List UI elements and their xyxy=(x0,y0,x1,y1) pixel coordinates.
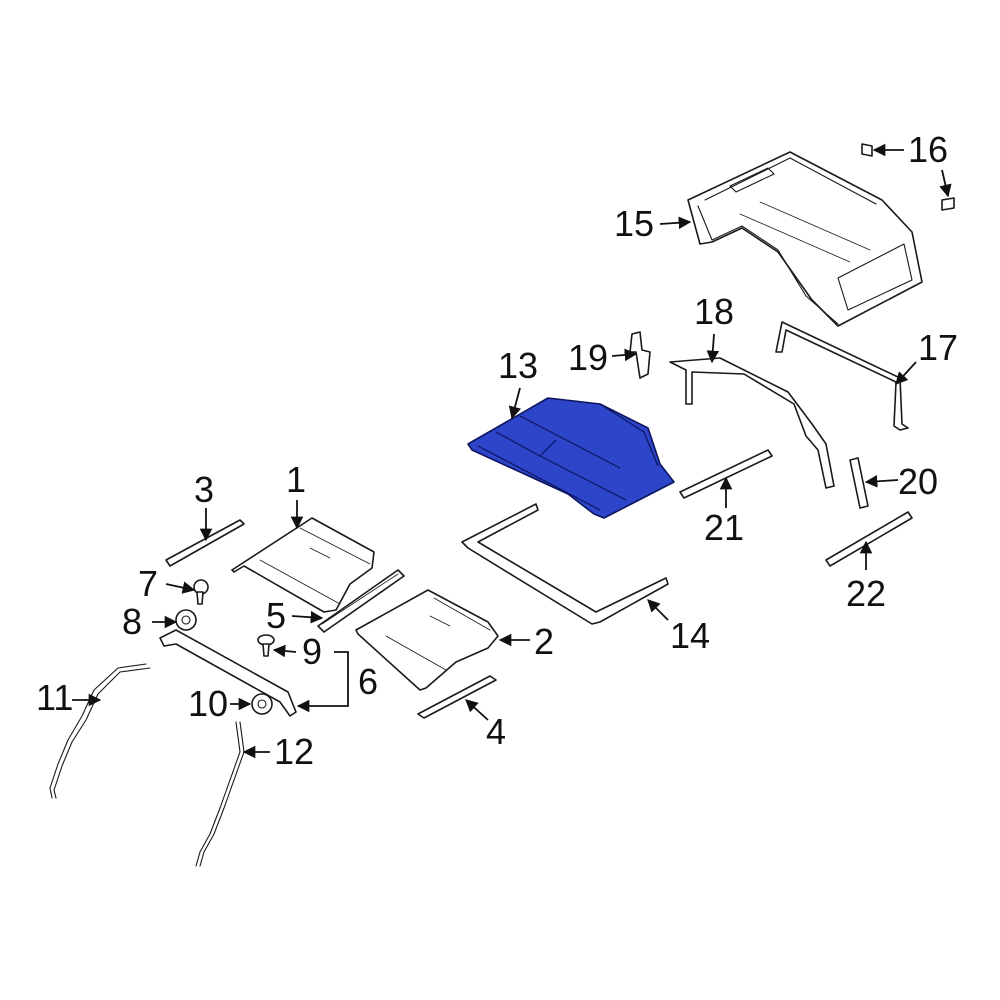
part-8-nut[interactable] xyxy=(175,609,197,631)
part-1-left-panel[interactable] xyxy=(231,517,375,613)
leader-6 xyxy=(296,651,349,713)
leader-19 xyxy=(611,348,638,362)
callout-5: 5 xyxy=(266,595,286,636)
callout-14: 14 xyxy=(670,615,710,656)
leader-13 xyxy=(508,387,522,420)
callout-12: 12 xyxy=(274,731,314,772)
leader-5 xyxy=(291,610,324,624)
leader-4 xyxy=(465,699,489,721)
part-11-cable[interactable] xyxy=(49,663,151,799)
part-13-highlighted-panel[interactable] xyxy=(467,397,675,519)
callout-16: 16 xyxy=(908,129,948,170)
callout-3: 3 xyxy=(194,469,214,510)
leader-9 xyxy=(272,644,297,658)
part-20-bracket[interactable] xyxy=(849,457,869,509)
leader-14 xyxy=(647,599,669,621)
callout-17: 17 xyxy=(918,327,958,368)
part-17-rear-bow[interactable] xyxy=(775,321,909,431)
part-22-weatherstrip[interactable] xyxy=(825,511,913,567)
callout-10: 10 xyxy=(188,683,228,724)
leader-15 xyxy=(659,216,692,230)
leader-17 xyxy=(895,361,917,385)
part-12-cable[interactable] xyxy=(195,721,245,867)
part-10-nut[interactable] xyxy=(251,693,273,715)
part-7-bolt[interactable] xyxy=(193,579,209,605)
callout-labels: 1 2 3 4 5 6 7 8 9 10 11 12 13 14 15 16 1… xyxy=(36,129,958,772)
part-4-strip[interactable] xyxy=(417,675,497,719)
part-16-clip[interactable] xyxy=(861,143,955,211)
callout-1: 1 xyxy=(286,459,306,500)
callout-4: 4 xyxy=(486,711,506,752)
leader-18 xyxy=(706,333,720,364)
part-6-rail[interactable] xyxy=(159,629,297,717)
part-21-weatherstrip[interactable] xyxy=(679,449,773,499)
leader-16b xyxy=(939,169,952,198)
callout-11: 11 xyxy=(36,677,73,718)
leader-20 xyxy=(864,475,899,488)
callout-7: 7 xyxy=(138,563,158,604)
callout-2: 2 xyxy=(534,621,554,662)
part-18-center-bow[interactable] xyxy=(669,357,835,489)
part-2-right-panel[interactable] xyxy=(355,589,499,691)
part-9-screw[interactable] xyxy=(257,634,275,657)
callout-20: 20 xyxy=(898,461,938,502)
leader-lines xyxy=(72,143,952,759)
callout-15: 15 xyxy=(614,203,654,244)
callout-21: 21 xyxy=(704,507,744,548)
part-15-hard-top[interactable] xyxy=(687,151,923,327)
part-14-frame[interactable] xyxy=(461,503,669,625)
callout-18: 18 xyxy=(694,291,734,332)
callout-8: 8 xyxy=(122,601,142,642)
callout-9: 9 xyxy=(302,631,322,672)
part-3-strip[interactable] xyxy=(165,519,245,567)
part-5-weatherstrip[interactable] xyxy=(317,569,405,633)
leader-7 xyxy=(165,581,196,594)
callout-13: 13 xyxy=(498,345,538,386)
callout-19: 19 xyxy=(568,337,608,378)
callout-6: 6 xyxy=(358,661,378,702)
callout-22: 22 xyxy=(846,573,886,614)
